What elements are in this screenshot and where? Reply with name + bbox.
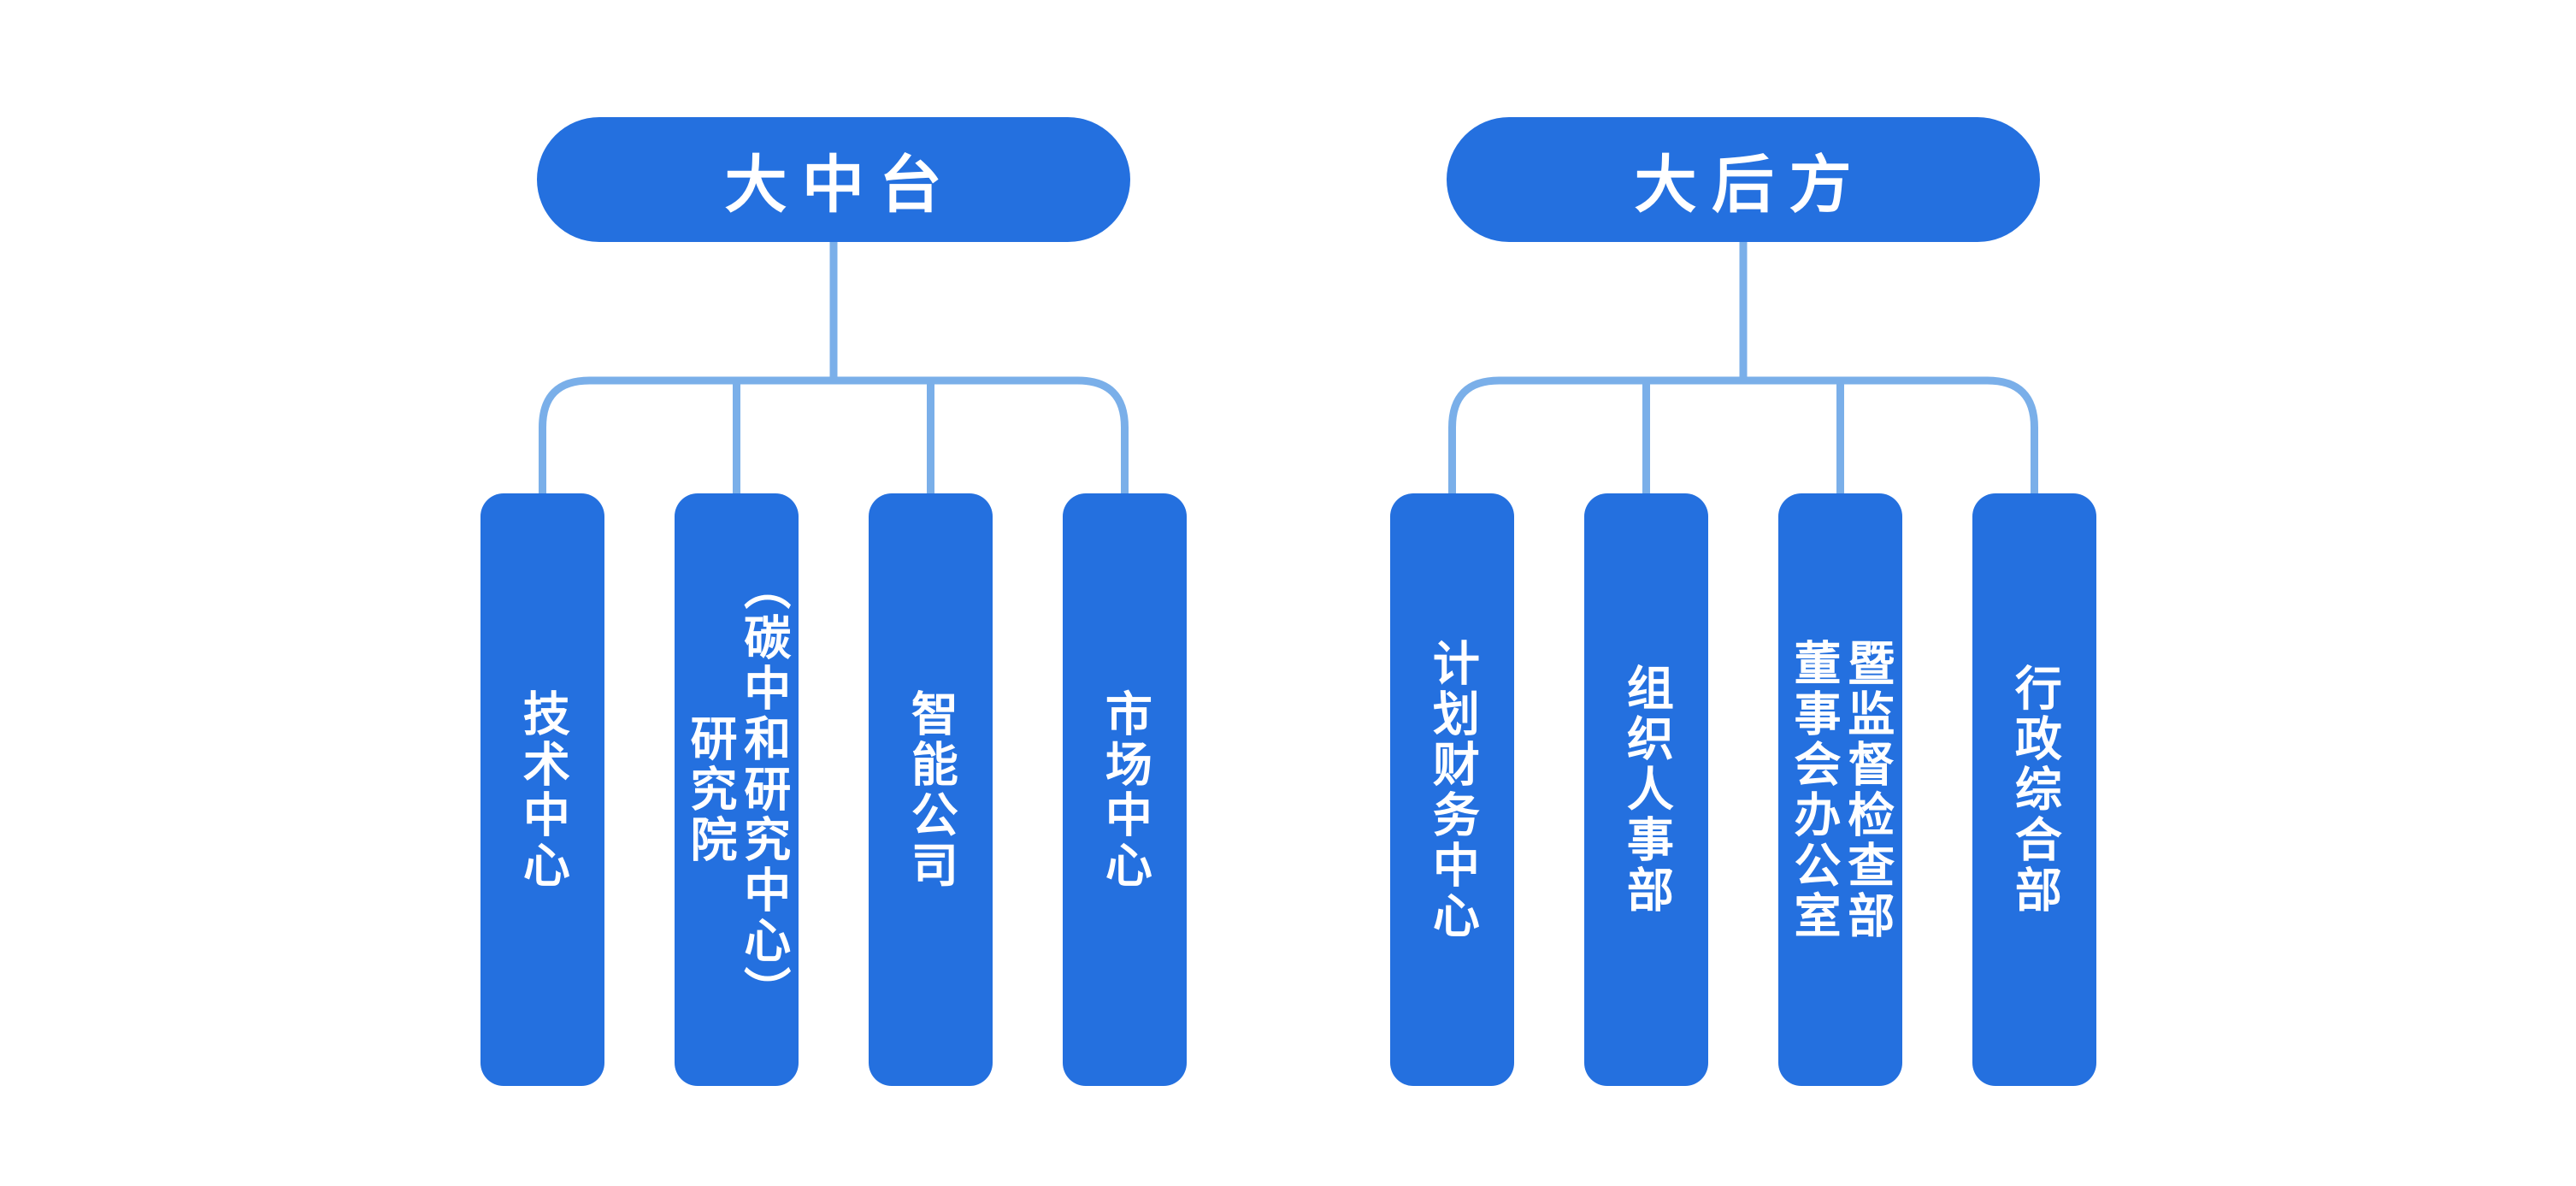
connector-tree (1447, 242, 2038, 493)
node-label: 技术中心 (516, 689, 569, 891)
node-label-line: 董事会办公室 (1787, 638, 1840, 941)
connector-bus (1447, 376, 2038, 493)
children-row: 技术中心 研究院 （碳中和研究中心） 智能公司 市场中心 (480, 493, 1187, 1086)
group-rear-support: 大后方 计划财务中心 组织人事部 (1389, 117, 2096, 1086)
node-label-line: 暨监督检查部 (1840, 638, 1894, 941)
node-label: 董事会办公室 暨监督检查部 (1786, 638, 1894, 941)
group-central-platform: 大中台 技术中心 研究院 （碳中和研究中心） (480, 117, 1187, 1086)
node-label: 智能公司 (904, 688, 958, 891)
node-label-line: 技术中心 (516, 688, 569, 891)
node-label: 行政综合部 (2007, 664, 2061, 916)
node-label: 研究院 （碳中和研究中心） (682, 563, 790, 1017)
node-label-line: 智能公司 (904, 688, 958, 891)
node-label-line: 组织人事部 (1619, 664, 1673, 916)
org-chart-diagram: 大中台 技术中心 研究院 （碳中和研究中心） (0, 117, 2576, 1086)
node-label-line: 研究院 (683, 714, 736, 865)
node-intelligence-company: 智能公司 (868, 493, 993, 1086)
node-technology-center: 技术中心 (480, 493, 604, 1086)
connector-bus (538, 376, 1129, 493)
node-label-line: 行政综合部 (2007, 664, 2061, 916)
node-label-line: （碳中和研究中心） (736, 563, 790, 1017)
group-header-central-platform: 大中台 (536, 117, 1130, 242)
children-row: 计划财务中心 组织人事部 董事会办公室 暨监督检查部 行政综合部 (1389, 493, 2096, 1086)
node-label-line: 计划财务中心 (1425, 638, 1479, 941)
node-market-center: 市场中心 (1062, 493, 1187, 1086)
connector-tree (538, 242, 1129, 493)
node-organization-hr-department: 组织人事部 (1583, 493, 1708, 1086)
node-research-institute-carbon-neutrality-center: 研究院 （碳中和研究中心） (674, 493, 799, 1086)
group-header-rear-support: 大后方 (1446, 117, 2040, 242)
node-planning-finance-center: 计划财务中心 (1389, 493, 1514, 1086)
group-header-label: 大中台 (724, 150, 958, 220)
node-label: 计划财务中心 (1425, 638, 1479, 941)
node-label-line: 市场中心 (1098, 688, 1152, 891)
node-label: 市场中心 (1098, 688, 1152, 891)
node-administrative-general-department: 行政综合部 (1972, 493, 2096, 1086)
node-label: 组织人事部 (1619, 664, 1673, 916)
group-header-label: 大后方 (1634, 150, 1867, 220)
node-board-office-supervision-inspection: 董事会办公室 暨监督检查部 (1777, 493, 1902, 1086)
